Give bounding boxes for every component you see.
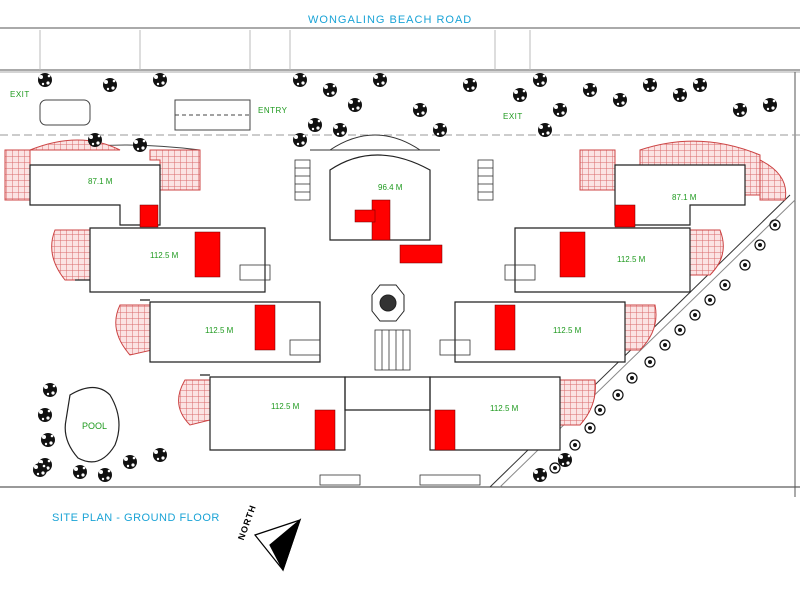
unit-area-right-2: 112.5 M [617,255,646,264]
unit-area-office: 96.4 M [378,183,403,192]
road-boundary [0,27,800,497]
wet-areas [139,199,636,451]
unit-area-top-right: 87.1 M [672,193,697,202]
entry-sign: ENTRY [258,106,288,115]
road-name: WONGALING BEACH ROAD [308,14,473,26]
unit-area-left-2: 112.5 M [150,251,179,260]
pool [64,386,120,463]
fountain [371,284,405,322]
unit-area-left-3: 112.5 M [205,326,234,335]
pool-label: POOL [82,421,108,431]
buildings [29,154,746,451]
exit-sign-right: EXIT [503,112,523,121]
unit-area-top-left: 87.1 M [88,177,113,186]
unit-area-right-4: 112.5 M [490,404,519,413]
unit-area-right-3: 112.5 M [553,326,582,335]
exit-sign-left: EXIT [10,90,30,99]
north-arrow-icon [253,518,302,572]
unit-area-left-4: 112.5 M [271,402,300,411]
drawing-title: SITE PLAN - GROUND FLOOR [52,512,220,524]
stairs [239,159,536,486]
